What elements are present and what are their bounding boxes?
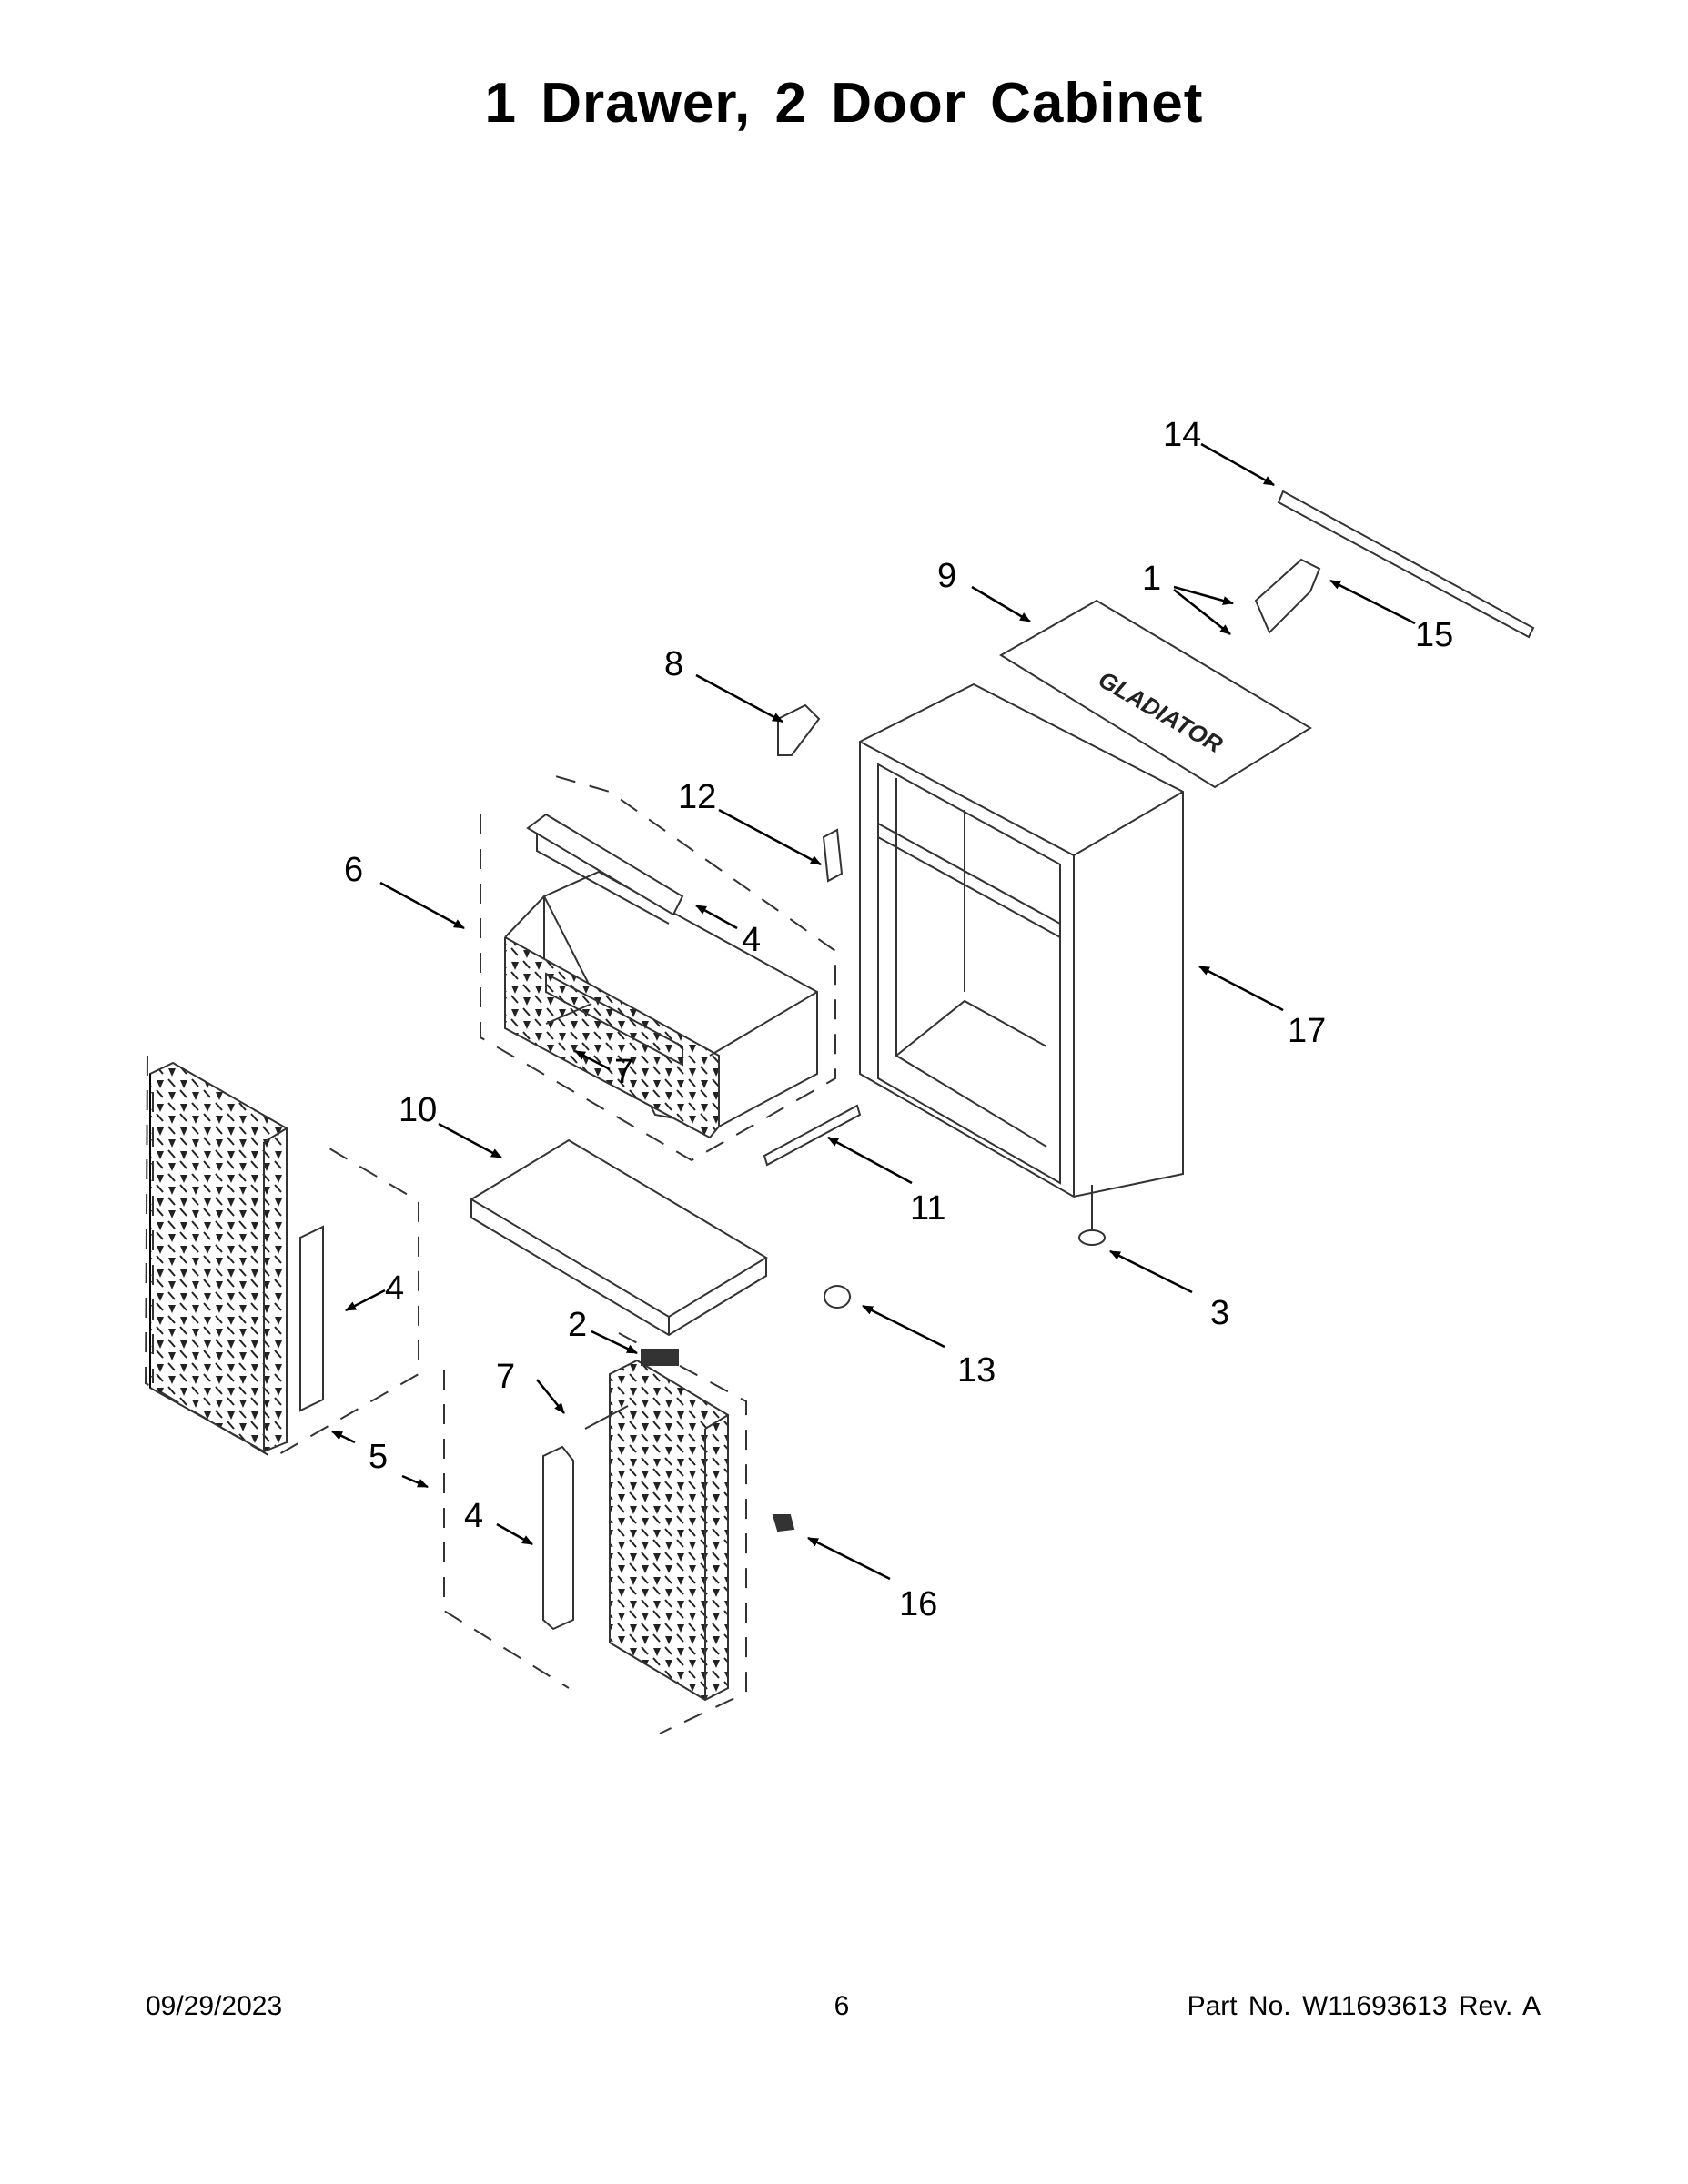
callout-9: 9 [937, 557, 956, 595]
callout-13: 13 [957, 1351, 996, 1390]
callout-3: 3 [1210, 1294, 1229, 1332]
callout-16: 16 [899, 1585, 937, 1623]
hinge-plate [822, 828, 844, 883]
left-door [144, 1055, 419, 1460]
right-door [443, 1332, 747, 1734]
callout-15: 15 [1415, 616, 1453, 654]
top-trim-strip [1277, 490, 1535, 639]
callout-2: 2 [568, 1306, 587, 1344]
callout-5: 5 [369, 1438, 388, 1476]
callout-4-drawer: 4 [742, 921, 761, 959]
footer-date: 09/29/2023 [146, 1991, 283, 2021]
cabinet-body [859, 682, 1184, 1198]
footer-page-number: 6 [834, 1991, 850, 2021]
callout-4-left-door: 4 [385, 1269, 404, 1308]
callout-7-door: 7 [496, 1358, 515, 1396]
screw-lower [584, 1405, 629, 1430]
callout-12: 12 [678, 778, 716, 816]
callout-8: 8 [664, 645, 683, 683]
drawer-slide [763, 1104, 862, 1167]
footer-part-number: Part No. W11693613 Rev. A [1187, 1991, 1541, 2021]
leveling-foot [1078, 1185, 1106, 1246]
hinge-bracket [777, 703, 821, 756]
label-badge [641, 1349, 679, 1366]
screw-upper [545, 1003, 592, 1025]
grommet [824, 1285, 851, 1309]
callout-11: 11 [910, 1189, 945, 1228]
door-rod [1254, 558, 1321, 634]
callout-17: 17 [1288, 1012, 1326, 1050]
callout-10: 10 [399, 1091, 437, 1129]
page-title: 1 Drawer, 2 Door Cabinet [484, 72, 1204, 135]
callout-1: 1 [1142, 560, 1161, 598]
leader-lines [331, 442, 1416, 1581]
shelf [470, 1138, 768, 1337]
callout-7-drawer: 7 [614, 1053, 633, 1091]
drawer-assembly [480, 773, 836, 1162]
callout-14: 14 [1163, 416, 1201, 454]
top-panel [999, 599, 1312, 789]
callout-4-right-door: 4 [464, 1497, 483, 1535]
callout-6: 6 [344, 851, 363, 889]
callout-labels: 14 9 1 15 8 12 6 4 17 7 10 11 4 3 2 13 7… [344, 416, 1453, 1623]
lock-key [772, 1514, 795, 1532]
